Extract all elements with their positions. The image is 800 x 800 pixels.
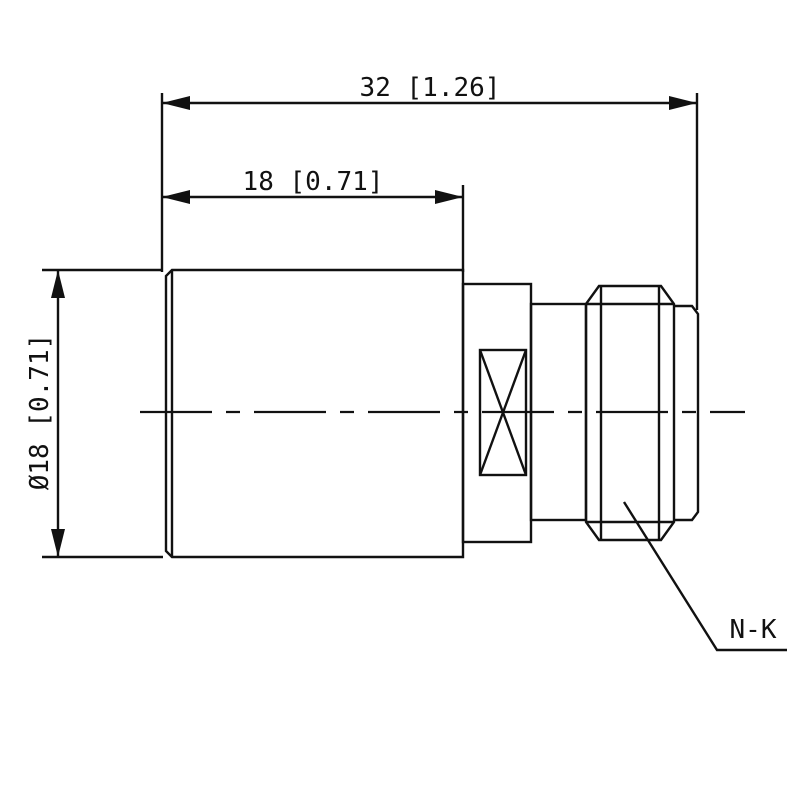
arrow-diameter-bottom <box>51 529 65 557</box>
connector-type-callout: N-K <box>730 615 777 645</box>
arrow-body-left <box>162 190 190 204</box>
arrow-overall-right <box>669 96 697 110</box>
dimension-diameter-label: Ø18 [0.71] <box>25 334 55 491</box>
arrow-diameter-top <box>51 270 65 298</box>
dimension-overall-label: 32 [1.26] <box>360 73 501 103</box>
arrow-body-right <box>435 190 463 204</box>
arrow-overall-left <box>162 96 190 110</box>
dimension-body-label: 18 [0.71] <box>243 167 384 197</box>
body-outline <box>164 268 465 559</box>
leader-line <box>622 501 787 652</box>
front-interface <box>674 304 700 522</box>
